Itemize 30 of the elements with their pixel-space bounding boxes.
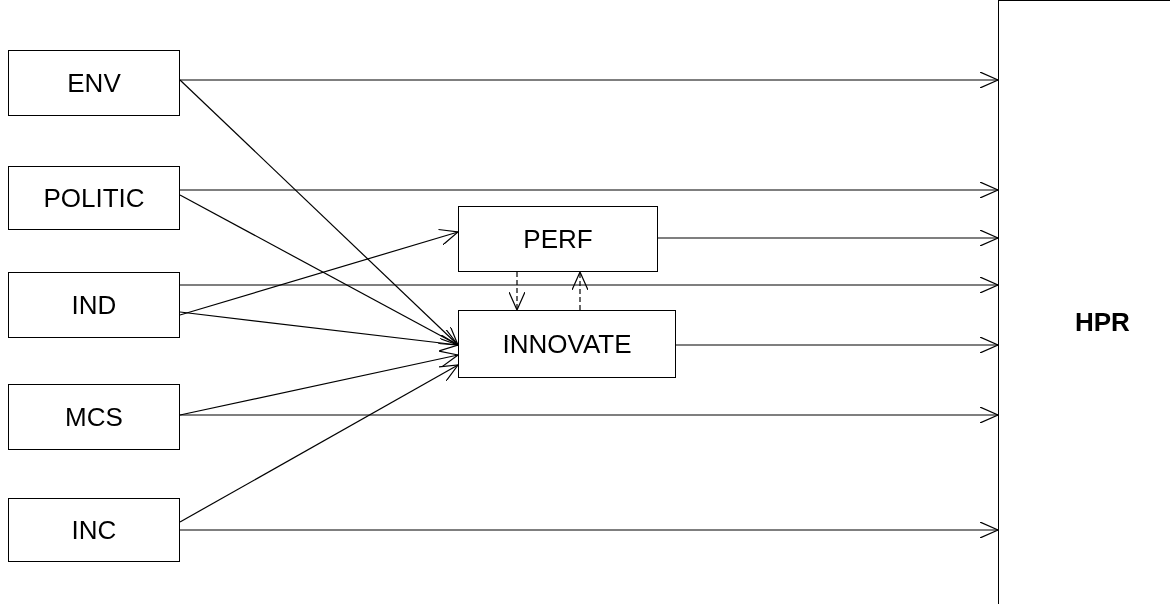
node-label: ENV — [67, 66, 121, 100]
arrow — [675, 336, 999, 354]
arrow — [179, 181, 999, 199]
arrow — [508, 271, 526, 311]
process-box — [458, 310, 676, 378]
arrow — [179, 311, 459, 352]
arrow — [179, 79, 459, 346]
arrow — [179, 194, 459, 346]
process-box — [8, 50, 180, 116]
arrow — [179, 71, 999, 89]
node-label: POLITIC — [43, 181, 145, 215]
arrow — [179, 276, 999, 294]
outcome-panel — [998, 0, 1170, 604]
arrow — [657, 229, 999, 247]
arrow — [179, 406, 999, 424]
arrow — [571, 271, 589, 311]
node-label: INC — [71, 513, 117, 547]
node-label: MCS — [65, 400, 123, 434]
node-label: IND — [71, 288, 117, 322]
process-box — [458, 206, 658, 272]
node-label: PERF — [523, 222, 593, 256]
process-box — [8, 272, 180, 338]
process-box — [8, 498, 180, 562]
node-label: HPR — [1075, 306, 1130, 339]
process-box — [8, 384, 180, 450]
process-box — [8, 166, 180, 230]
node-label: INNOVATE — [502, 327, 632, 361]
arrow — [179, 364, 459, 523]
arrow — [179, 521, 999, 539]
arrow — [179, 228, 459, 316]
